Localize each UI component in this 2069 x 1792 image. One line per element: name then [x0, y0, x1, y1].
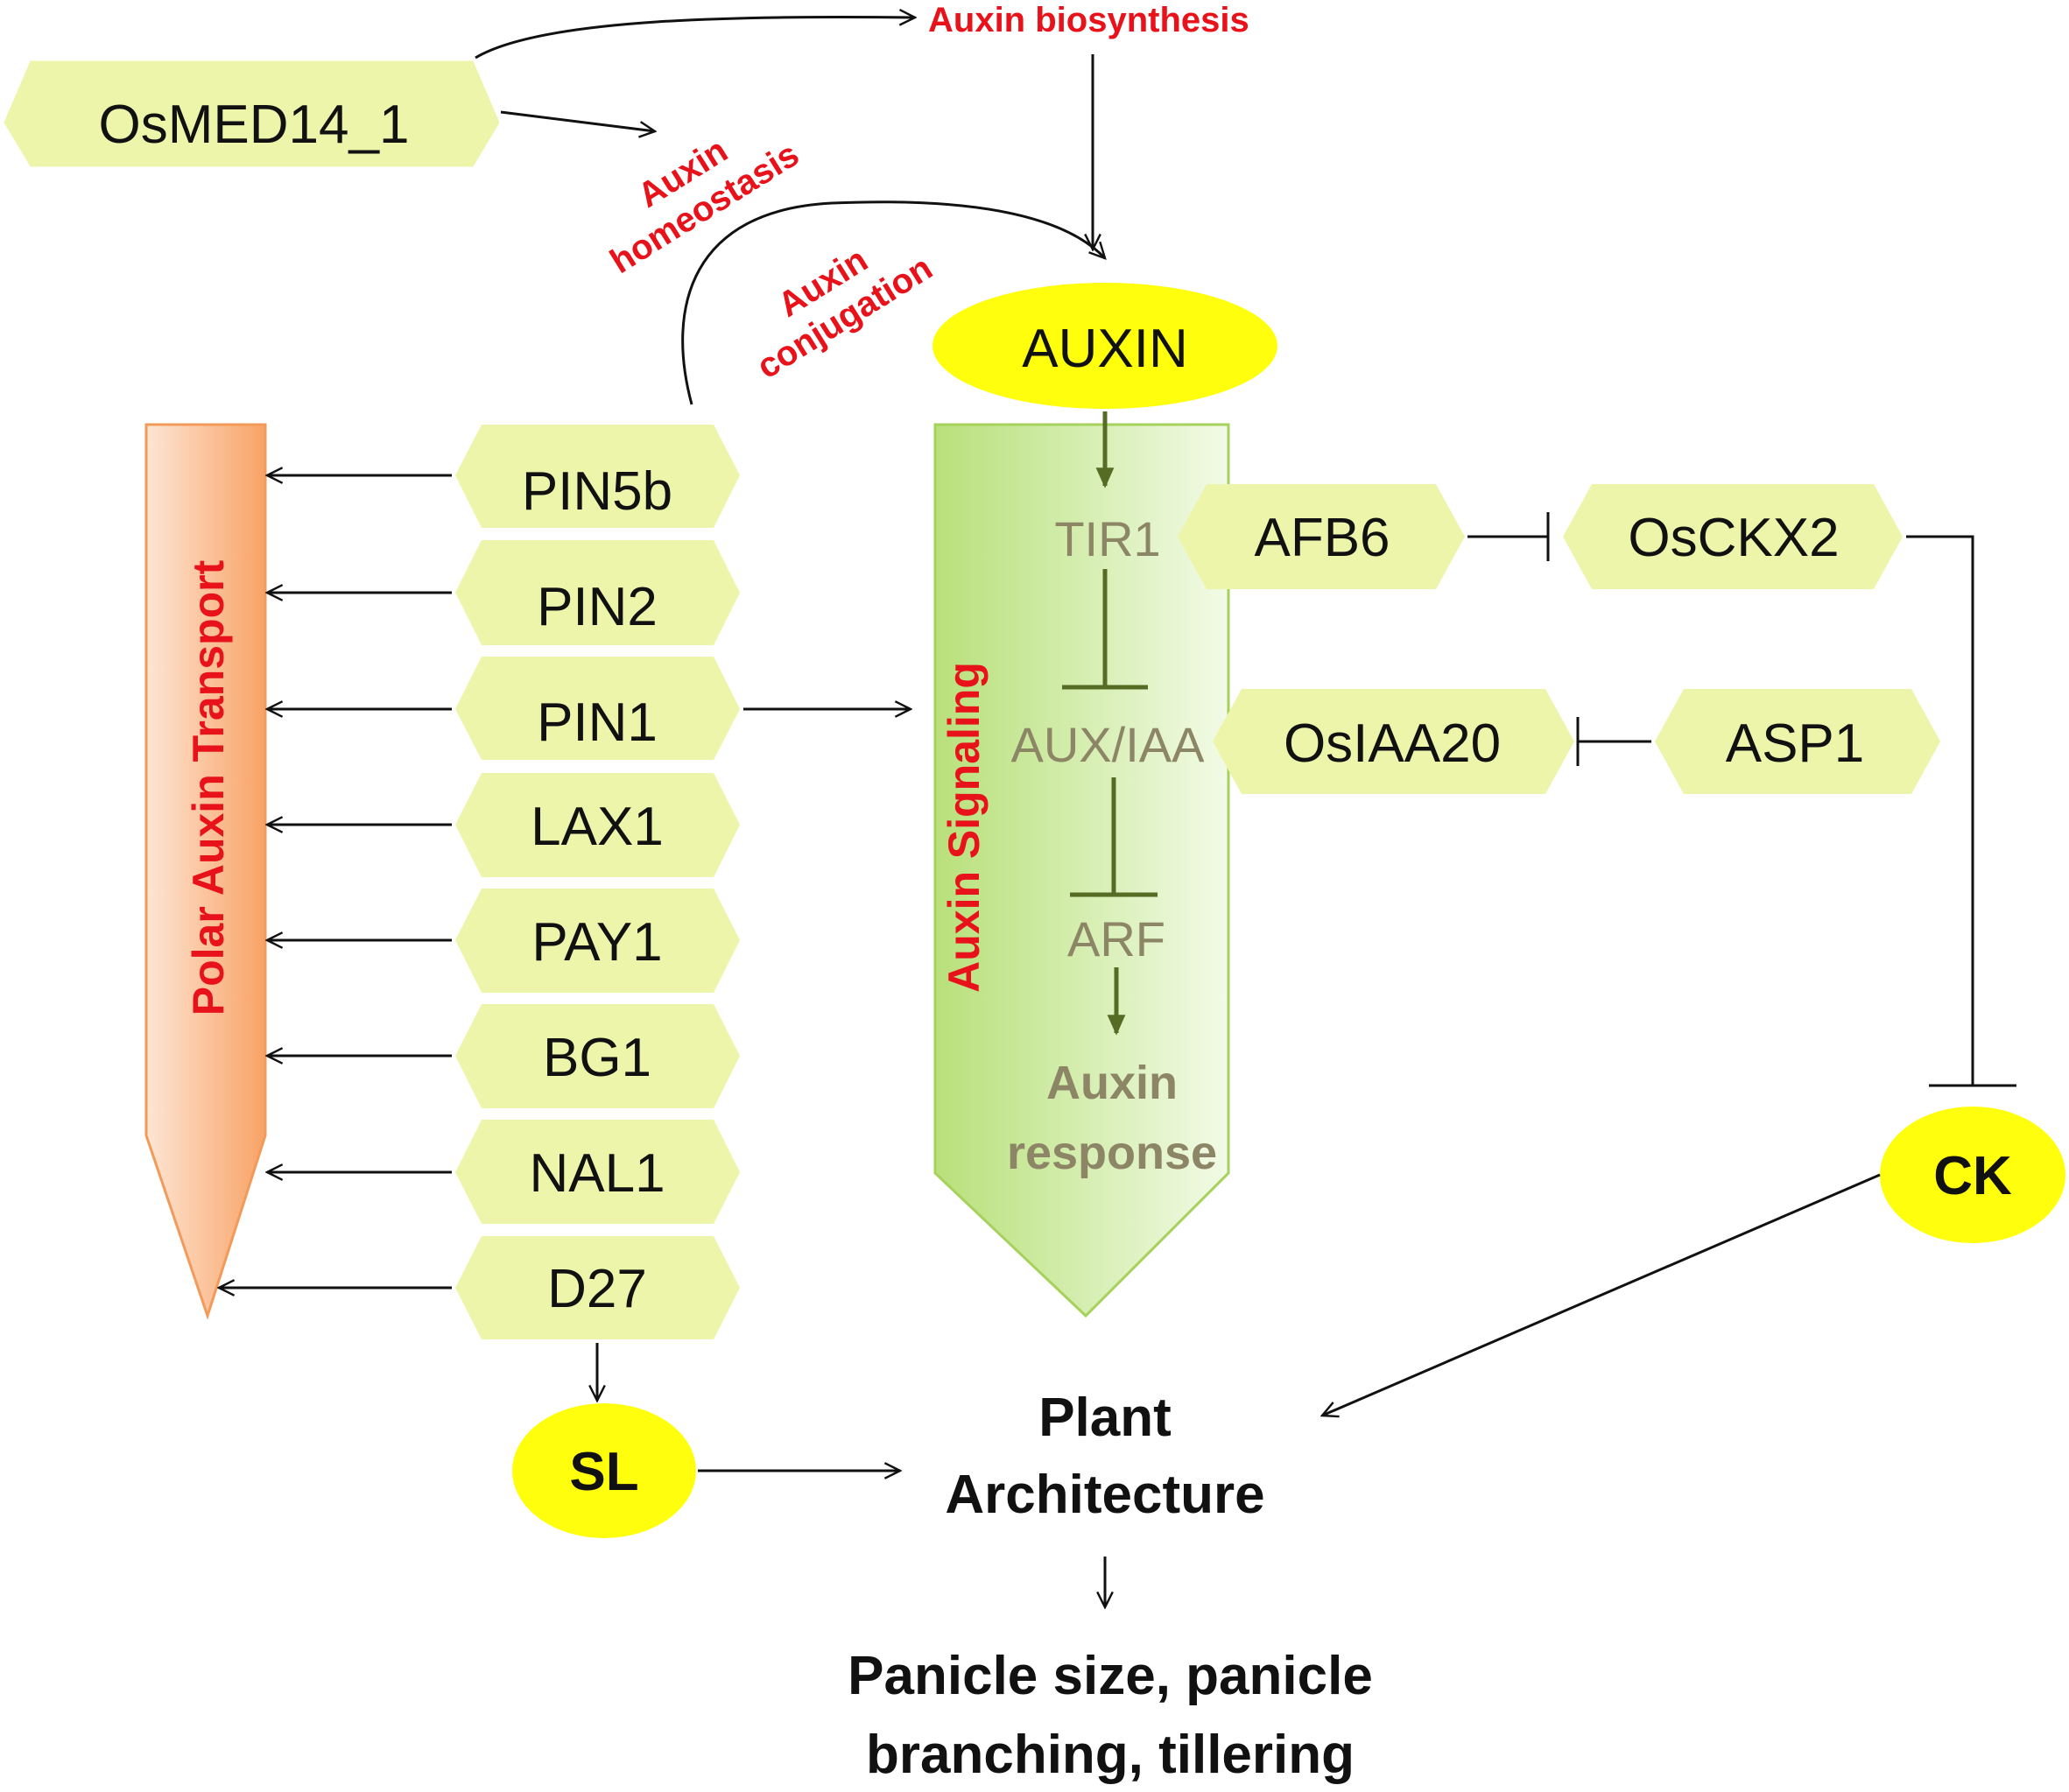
gene-afb6: AFB6 [1178, 484, 1465, 589]
gene-label: PIN1 [537, 692, 658, 753]
signal-step-arf: ARF [1067, 911, 1165, 966]
gene-d27: D27 [455, 1236, 740, 1339]
auxin-biosynthesis-label: Auxin biosynthesis [928, 1, 1249, 39]
inhibit-tir1-auxiaa [1062, 569, 1148, 690]
hormone-auxin: AUXIN [932, 283, 1277, 409]
hormone-ck: CK [1880, 1107, 2065, 1243]
hormone-sl: SL [512, 1403, 696, 1538]
hormone-label: CK [1933, 1146, 2012, 1206]
plant-architecture-line1: Plant [1038, 1388, 1172, 1448]
gene-label: ASP1 [1726, 713, 1865, 774]
inhibit-osckx2-ck [1906, 535, 2016, 1087]
gene-label: BG1 [543, 1028, 651, 1088]
gene-bg1: BG1 [455, 1004, 740, 1108]
gene-label: OsIAA20 [1284, 713, 1501, 774]
auxin-signaling-arrow: Auxin Signaling [933, 423, 1230, 1318]
gene-pay1: PAY1 [455, 889, 740, 993]
gene-label: D27 [547, 1259, 647, 1319]
gene-label: LAX1 [531, 797, 664, 857]
inhibit-asp1-osiaa20 [1576, 717, 1651, 766]
polar-auxin-transport-label: Polar Auxin Transport [184, 559, 233, 1015]
traits-line1: Panicle size, panicle [848, 1646, 1373, 1706]
gene-label: OsCKX2 [1628, 508, 1839, 568]
hormone-label: SL [569, 1442, 638, 1502]
gene-asp1: ASP1 [1655, 689, 1940, 794]
gene-label: PIN5b [522, 461, 672, 522]
arrow-ck-to-plant [1322, 1173, 1881, 1416]
signal-step-tir1: TIR1 [1054, 511, 1160, 566]
signal-step-response-2: response [1007, 1127, 1217, 1179]
gene-osiaa20: OsIAA20 [1213, 689, 1574, 794]
gene-lax1: LAX1 [455, 773, 740, 877]
inhibit-afb6-osckx2 [1467, 512, 1550, 561]
polar-auxin-transport-arrow: Polar Auxin Transport [144, 423, 267, 1320]
gene-pin2: PIN2 [455, 540, 740, 645]
gene-osckx2: OsCKX2 [1563, 484, 1903, 589]
gene-label: AFB6 [1254, 508, 1390, 568]
signal-step-aux-iaa: AUX/IAA [1011, 717, 1206, 772]
hormone-label: AUXIN [1022, 319, 1187, 379]
plant-architecture-line2: Architecture [945, 1465, 1264, 1525]
gene-nal1: NAL1 [455, 1120, 740, 1224]
auxin-conjugation-label: Auxin conjugation [750, 241, 939, 387]
auxin-signaling-label: Auxin Signaling [939, 662, 989, 993]
signal-step-response-1: Auxin [1046, 1057, 1178, 1109]
gene-label: NAL1 [529, 1143, 665, 1204]
gene-osmed14: OsMED14_1 [4, 60, 500, 167]
inhibit-auxiaa-arf [1070, 777, 1158, 897]
arrow-osmed14-to-homeostasis [500, 110, 655, 131]
traits-line2: branching, tillering [866, 1725, 1355, 1785]
gene-label: PIN2 [537, 577, 658, 637]
arrow-conjugation-to-auxin [681, 200, 1105, 405]
gene-label: PAY1 [531, 912, 662, 973]
gene-label: OsMED14_1 [99, 95, 410, 155]
gene-pin5b: PIN5b [455, 425, 740, 528]
gene-pin1: PIN1 [455, 657, 740, 760]
arrow-osmed14-to-biosynthesis [475, 18, 915, 60]
